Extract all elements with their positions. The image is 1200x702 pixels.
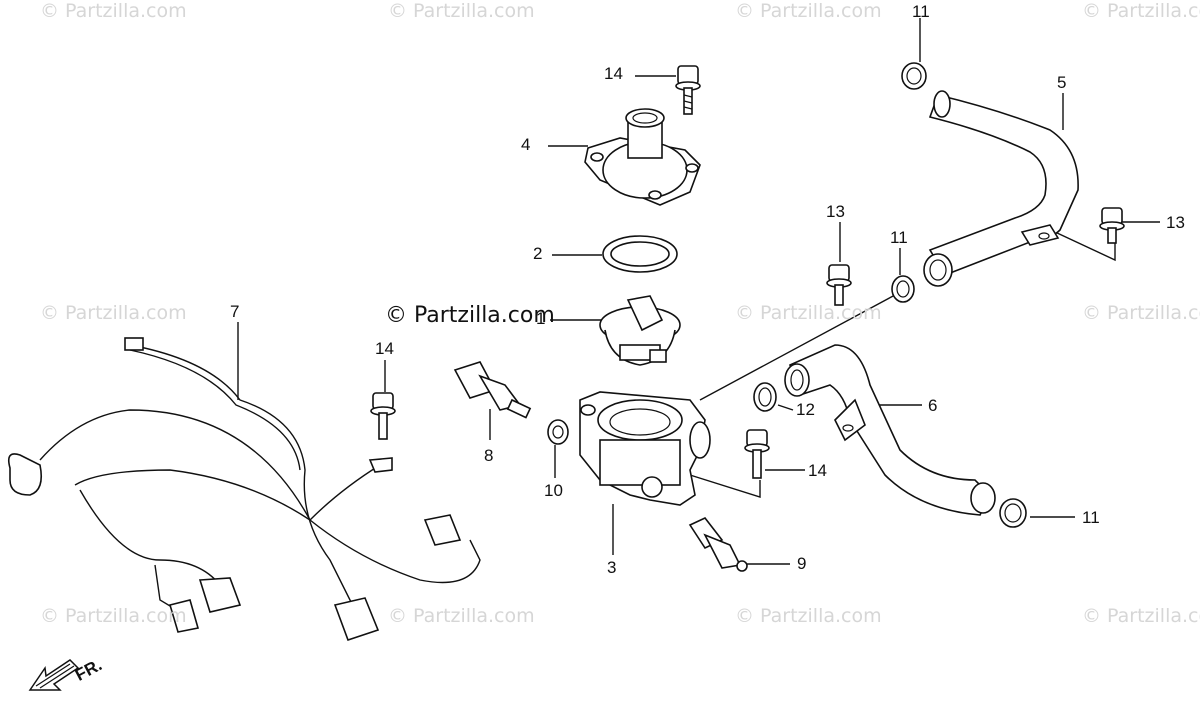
callout-7: 7: [230, 302, 240, 321]
thermostat-cover-4: [584, 108, 701, 206]
callout-3: 3: [607, 558, 617, 577]
o-ring-11-mid: [891, 275, 915, 303]
seal-ring-2: [602, 235, 678, 273]
temperature-sensor-9: [688, 517, 748, 572]
callout-6: 6: [928, 396, 938, 415]
callout-12: 12: [796, 400, 815, 419]
watermark: © Partzilla.com: [1082, 302, 1200, 324]
leader-lines: [237, 18, 1160, 565]
callout-5: 5: [1057, 73, 1067, 92]
callout-9: 9: [797, 554, 807, 573]
thermostat-housing-3: [579, 391, 711, 506]
callout-11: 11: [912, 2, 930, 21]
wire-harness-7: [7, 337, 481, 642]
callout-13: 13: [826, 202, 845, 221]
front-arrow-icon: [28, 659, 80, 691]
water-pipe-6: [784, 344, 996, 516]
callout-4: 4: [521, 135, 531, 154]
callout-10: 10: [544, 481, 563, 500]
watermark: © Partzilla.com: [735, 605, 882, 627]
callout-13: 13: [1166, 213, 1185, 232]
callout-11: 11: [1082, 508, 1100, 527]
watermark: © Partzilla.com: [735, 302, 882, 324]
watermark: © Partzilla.com: [735, 0, 882, 22]
callout-8: 8: [484, 446, 494, 465]
o-ring-11-top: [901, 62, 927, 90]
washer-10: [547, 419, 569, 445]
watermark: © Partzilla.com: [388, 0, 535, 22]
watermark: © Partzilla.com: [1082, 0, 1200, 22]
watermark: © Partzilla.com: [40, 605, 187, 627]
bolt-13-right: [1099, 207, 1125, 244]
thermostat-1: [599, 295, 681, 366]
watermark: © Partzilla.com: [388, 605, 535, 627]
callout-14: 14: [808, 461, 827, 480]
o-ring-12: [753, 382, 777, 412]
temperature-sensor-8: [453, 361, 532, 419]
bolt-14-right: [744, 429, 770, 479]
callout-1: 1: [536, 309, 546, 328]
callout-2: 2: [533, 244, 543, 263]
callout-11: 11: [890, 228, 908, 247]
callout-14: 14: [604, 64, 623, 83]
bolt-14-top: [675, 65, 701, 115]
watermark-main: © Partzilla.com: [385, 303, 555, 328]
callout-14: 14: [375, 339, 394, 358]
watermark: © Partzilla.com: [1082, 605, 1200, 627]
bolt-14-left: [370, 392, 396, 440]
o-ring-11-bottom: [999, 498, 1027, 528]
water-pipe-5: [923, 90, 1079, 287]
bolt-13-left: [826, 264, 852, 306]
watermark: © Partzilla.com: [40, 0, 187, 22]
watermark: © Partzilla.com: [40, 302, 187, 324]
